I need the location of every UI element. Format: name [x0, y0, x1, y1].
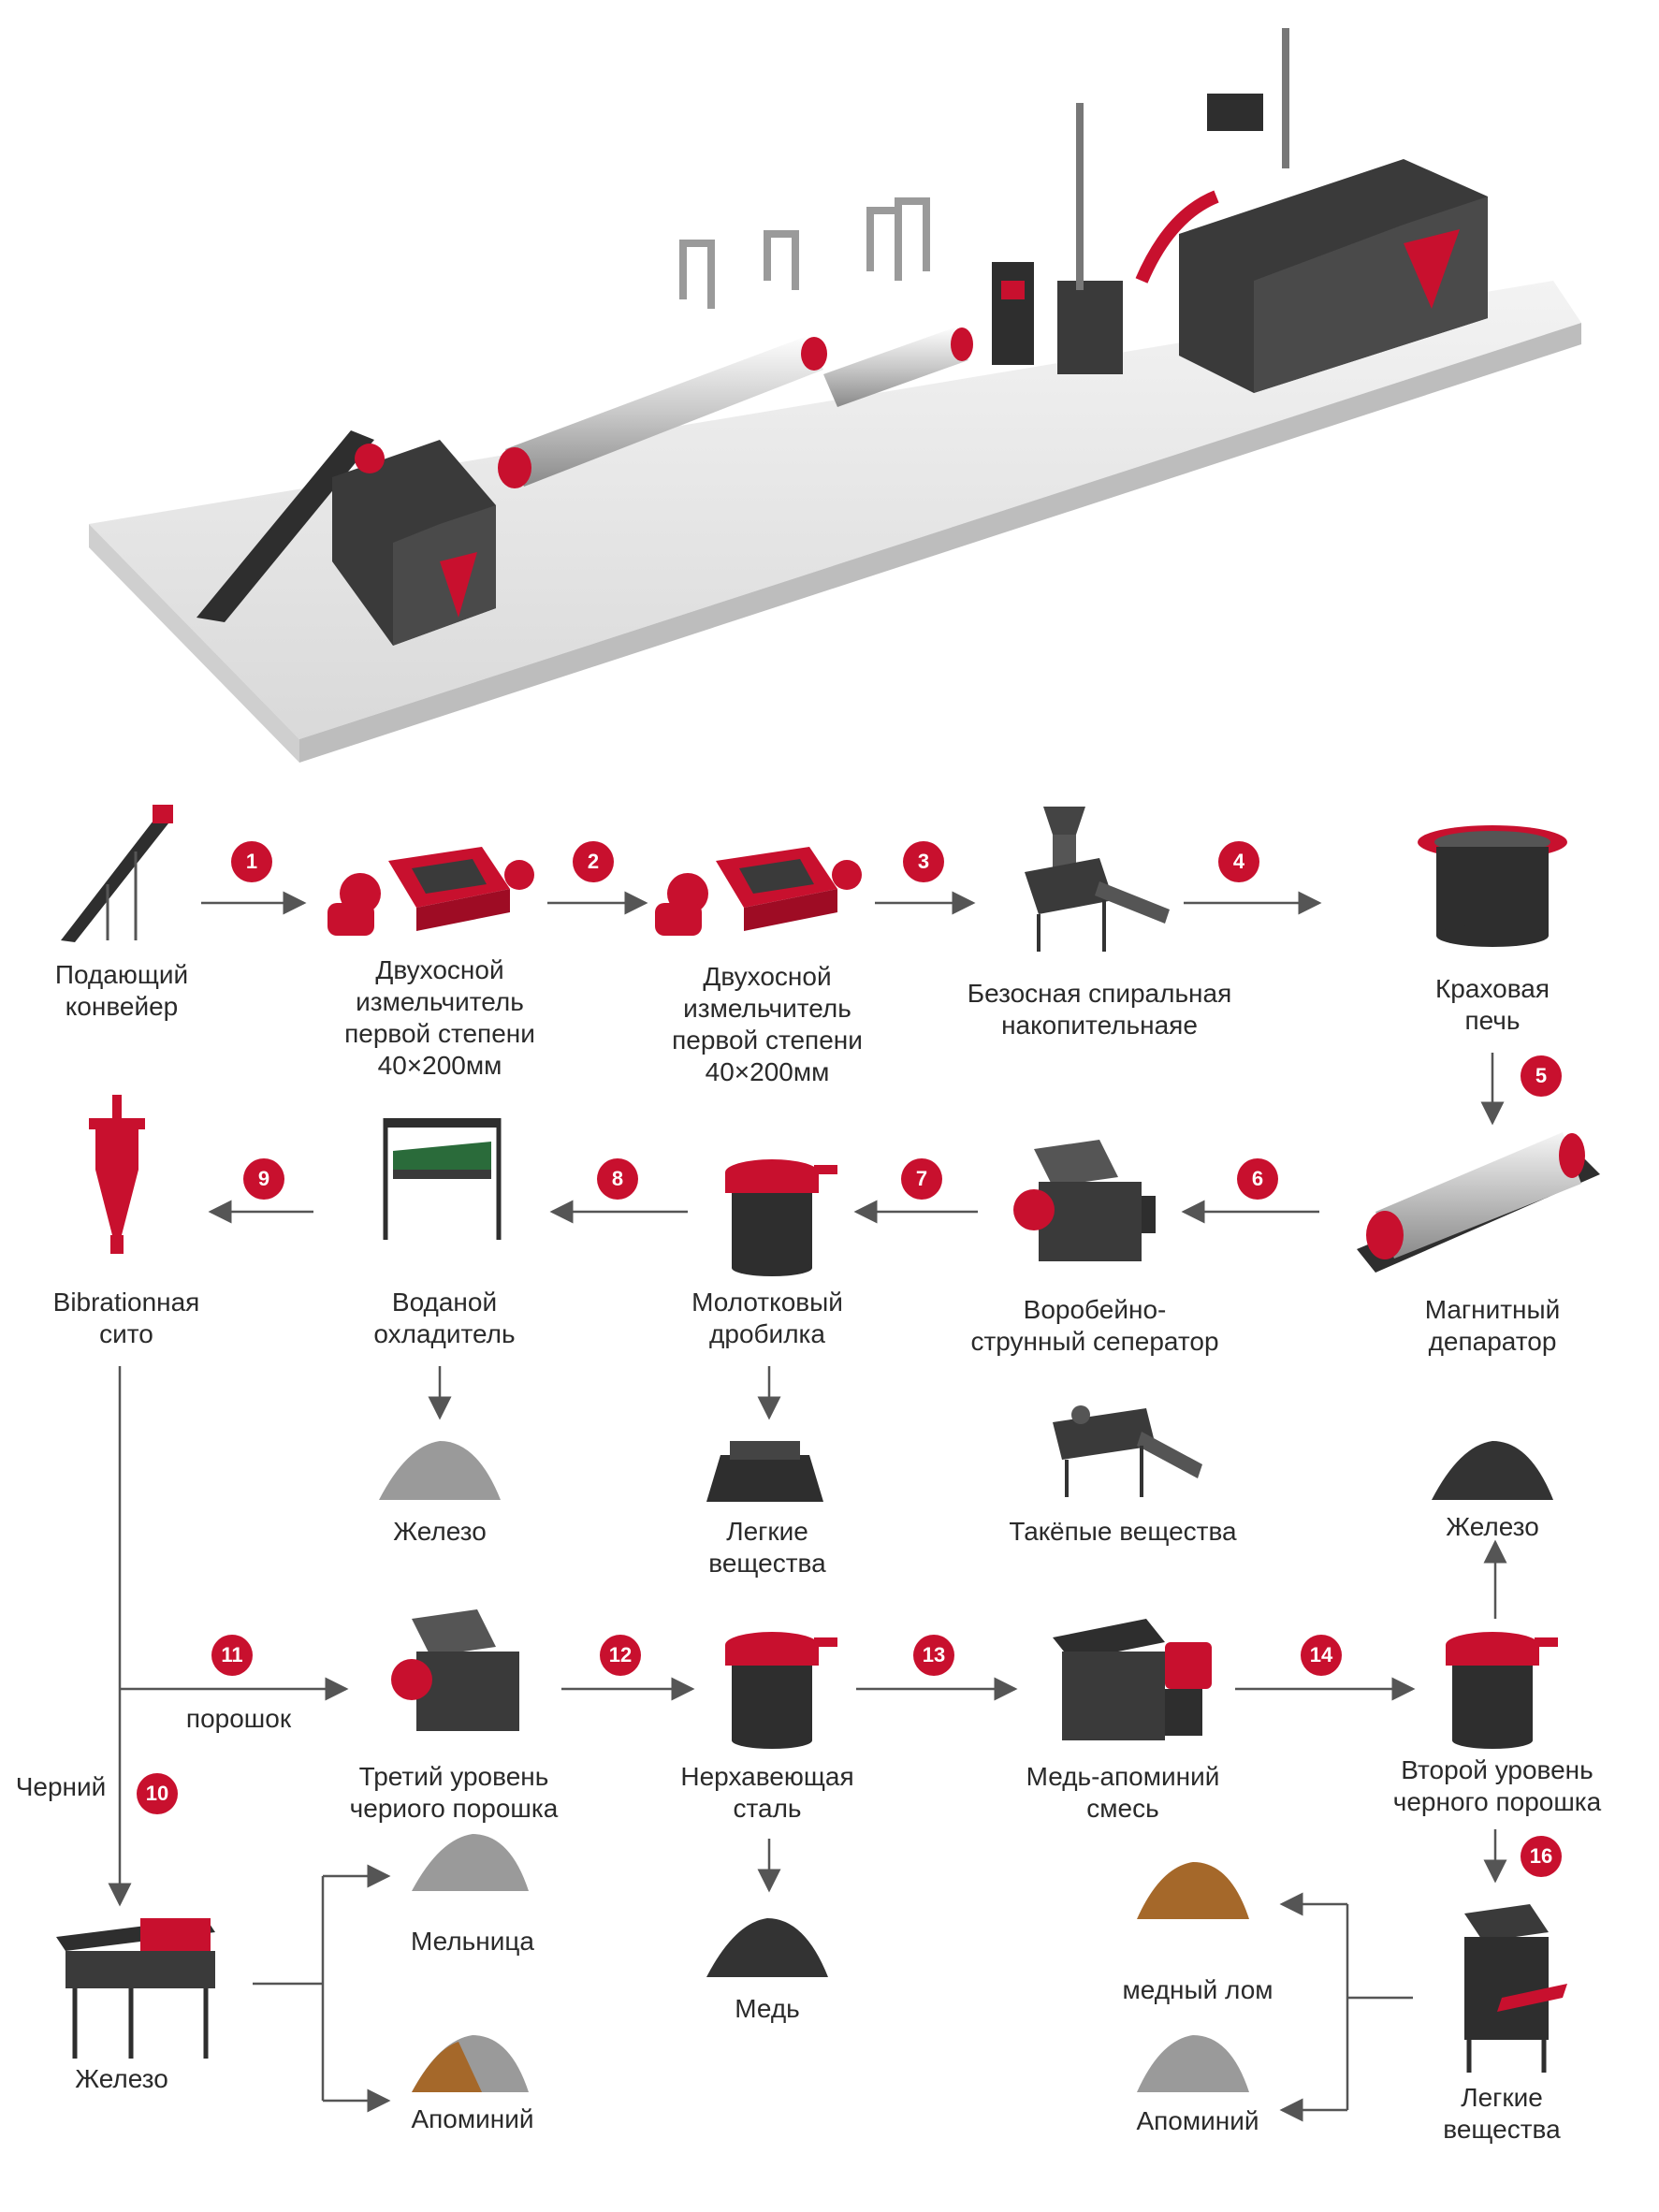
powder-pile-icon	[379, 1441, 501, 1500]
label-iron-1: Железо	[393, 1517, 487, 1546]
shredder-icon	[655, 847, 862, 936]
powder-pile-icon	[1432, 1441, 1553, 1500]
powder-pile-icon	[1137, 1862, 1249, 1919]
eddy-separator-icon	[1053, 1619, 1212, 1740]
vibro-sieve-icon	[725, 1632, 837, 1749]
label-second-level: Второй уровень черного порошка	[1392, 1755, 1602, 1816]
powder-pile-icon	[1137, 2035, 1249, 2092]
label-copper-scrap: медный лом	[1122, 1975, 1273, 2004]
step-badge-10: 10	[137, 1773, 178, 1814]
label-mill: Мельница	[411, 1927, 534, 1956]
powder-pile-icon	[706, 1918, 828, 1977]
drum-2	[823, 327, 968, 407]
vibro-sieve-icon	[725, 1159, 837, 1276]
step-badge-9: 9	[243, 1158, 284, 1200]
powder-pile-icon	[412, 2035, 529, 2092]
label-vibration-sieve: Bibrationная сито	[52, 1288, 200, 1348]
crusher-icon	[391, 1609, 519, 1731]
step-badge-4: 4	[1218, 841, 1259, 882]
step-badge-13: 13	[913, 1635, 954, 1676]
step-badge-14: 14	[1301, 1635, 1342, 1676]
label-shredder-2: Двухосной измельчитель первой степени 40…	[672, 962, 863, 1086]
eddy-separator-icon	[56, 1918, 215, 2059]
label-light-1: Легкие вещества	[708, 1517, 826, 1578]
label-powder: порошок	[185, 1704, 292, 1733]
water-cooler-icon	[383, 1118, 502, 1240]
platform	[89, 281, 1581, 739]
label-third-level: Третий уровень чериого порошка	[349, 1762, 559, 1823]
step-badge-1: 1	[231, 841, 272, 882]
label-spiral-storage: Безосная спиральная накопительнаяе	[967, 979, 1232, 1040]
step-badge-7: 7	[901, 1158, 942, 1200]
step-badge-5: 5	[1521, 1055, 1562, 1097]
step-badge-11: 11	[211, 1635, 253, 1676]
plant-overview-illustration	[89, 28, 1581, 763]
step-badge-2: 2	[573, 841, 614, 882]
step-badge-6: 6	[1237, 1158, 1278, 1200]
label-copper: Медь	[735, 1994, 800, 2023]
label-light-2: Легкие вещества	[1443, 2083, 1561, 2144]
drum-1	[505, 337, 823, 487]
incline-conveyor-icon	[61, 805, 173, 942]
label-stainless: Нерхавеющая сталь	[680, 1762, 854, 1823]
label-water-cooler: Воданой охладитель	[373, 1288, 516, 1348]
step-badge-8: 8	[597, 1158, 638, 1200]
spiral-conveyor-icon	[1025, 807, 1170, 952]
bin-icon	[1464, 1904, 1567, 2073]
shredder-icon	[327, 847, 534, 936]
label-magnetic-separator: Магнитный депаратор	[1424, 1295, 1561, 1356]
vibro-sieve-icon	[1446, 1632, 1558, 1749]
label-iron-3: Железо	[75, 2064, 168, 2093]
drum-separator-icon	[1357, 1132, 1600, 1273]
label-aluminium-1: Апоминий	[411, 2104, 534, 2133]
label-cu-al-mix: Медь-апоминий смесь	[1026, 1762, 1220, 1823]
label-sparrow-separator: Воробейно- струнный сеператор	[970, 1295, 1219, 1356]
label-crack-furnace: Краховая печь	[1434, 974, 1550, 1035]
label-feed-conveyor: Подающий конвейер	[54, 960, 189, 1021]
crusher-icon	[1013, 1140, 1156, 1261]
label-black: Черний	[15, 1772, 107, 1801]
step-badge-3: 3	[903, 841, 944, 882]
step-badge-12: 12	[600, 1635, 641, 1676]
label-same-substances: Такёпые вещества	[1009, 1517, 1237, 1546]
step-badge-16: 16	[1521, 1836, 1562, 1877]
label-hammer-crusher: Молотковый дробилка	[691, 1288, 843, 1348]
feed-conveyor	[196, 430, 374, 622]
bin-icon	[706, 1441, 823, 1502]
cyclone-icon	[89, 1095, 145, 1254]
label-aluminium-2: Апоминий	[1136, 2106, 1259, 2135]
label-shredder-1: Двухосной измельчитель первой степени 40…	[344, 955, 535, 1080]
furnace-icon	[1418, 825, 1567, 947]
spiral-conveyor-icon	[1053, 1405, 1202, 1497]
label-iron-2: Железо	[1446, 1512, 1539, 1541]
powder-pile-icon	[412, 1834, 529, 1891]
